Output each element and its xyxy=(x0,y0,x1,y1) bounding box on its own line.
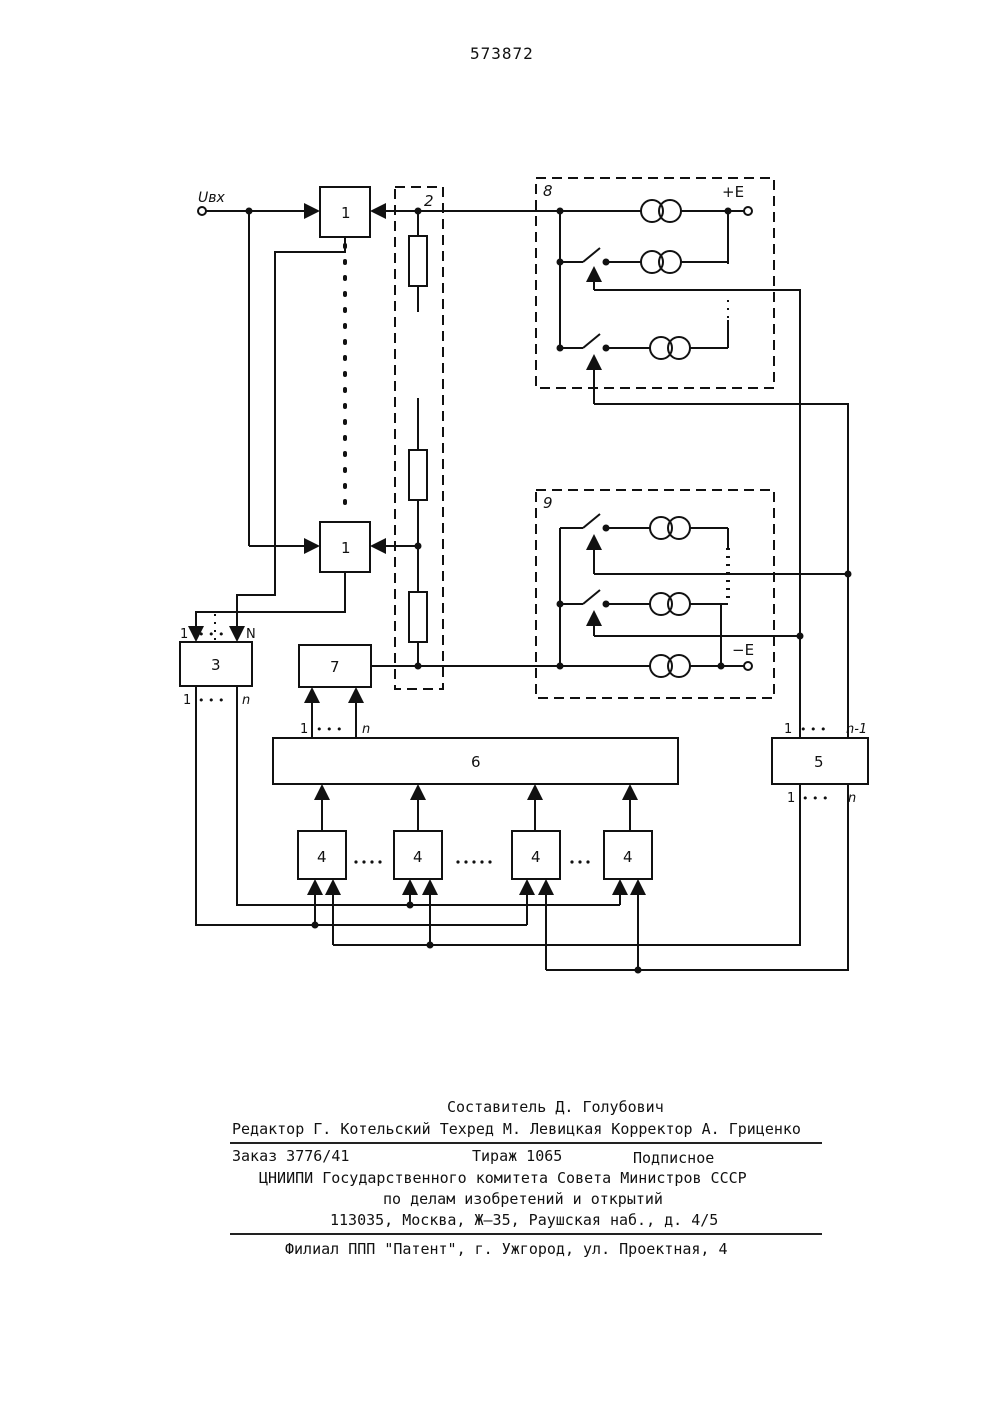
subscription: Подписное xyxy=(633,1149,714,1167)
label-block-3: 3 xyxy=(211,656,221,674)
resistor-top xyxy=(409,236,427,286)
input-label: Uвх xyxy=(198,190,225,206)
port-label-block3-out-1: 1 xyxy=(183,693,191,708)
port-label-block6-1: 1 xyxy=(300,722,308,737)
port-label-block5-in-1: 1 xyxy=(784,722,792,737)
input-terminal xyxy=(198,207,206,215)
label-block-4-a: 4 xyxy=(317,848,327,866)
port-label-block6-dots: • • • xyxy=(316,723,342,736)
port-label-block3-in-1: 1 xyxy=(180,627,188,642)
positive-supply-terminal xyxy=(744,207,752,215)
positive-supply-label: +E xyxy=(722,183,744,201)
port-label-block5-out-n: n xyxy=(848,791,856,806)
label-block-8: 8 xyxy=(543,182,553,200)
label-block-2: 2 xyxy=(424,192,434,210)
label-block-4-c: 4 xyxy=(531,848,541,866)
block-diagram: Uвх 1 1 2 3 4 4 4 4 5 6 7 8 9 +E −E 1 • … xyxy=(0,0,1000,1060)
port-label-block3-in-dots: • • • xyxy=(198,628,224,641)
resistor-bottom xyxy=(409,592,427,642)
label-block-7: 7 xyxy=(330,658,340,676)
label-block-1-bottom: 1 xyxy=(341,539,351,557)
port-label-block3-in-n: N xyxy=(246,627,256,642)
organization-line-1: ЦНИИПИ Государственного комитета Совета … xyxy=(259,1169,747,1187)
port-label-block5-out-1: 1 xyxy=(787,791,795,806)
port-label-block3-out-n: n xyxy=(242,693,250,708)
label-block-4-b: 4 xyxy=(413,848,423,866)
organization-line-2: по делам изобретений и открытий xyxy=(383,1190,663,1208)
label-block-1-top: 1 xyxy=(341,204,351,222)
negative-supply-terminal xyxy=(744,662,752,670)
negative-supply-label: −E xyxy=(732,641,754,659)
label-block-4-d: 4 xyxy=(623,848,633,866)
port-label-block6-n: n xyxy=(362,722,370,737)
address-line: 113035, Москва, Ж–35, Раушская наб., д. … xyxy=(330,1211,718,1229)
compiler-line: Составитель Д. Голубович xyxy=(447,1098,664,1116)
circulation: Тираж 1065 xyxy=(472,1147,562,1165)
rule-bottom xyxy=(230,1233,822,1235)
resistor-middle xyxy=(409,450,427,500)
editors-line: Редактор Г. Котельский Техред М. Левицка… xyxy=(232,1120,801,1138)
port-label-block3-out-dots: • • • xyxy=(198,694,224,707)
label-block-6: 6 xyxy=(471,753,481,771)
port-label-block5-in-n1: n-1 xyxy=(846,722,867,737)
rule-top xyxy=(230,1142,822,1144)
port-label-block5-in-dots: • • • xyxy=(800,723,826,736)
port-label-block5-out-dots: • • • xyxy=(802,792,828,805)
order-number: Заказ 3776/41 xyxy=(232,1147,349,1165)
label-block-5: 5 xyxy=(814,753,824,771)
label-block-9: 9 xyxy=(543,494,553,512)
branch-line: Филиал ППП "Патент", г. Ужгород, ул. Про… xyxy=(285,1240,728,1258)
